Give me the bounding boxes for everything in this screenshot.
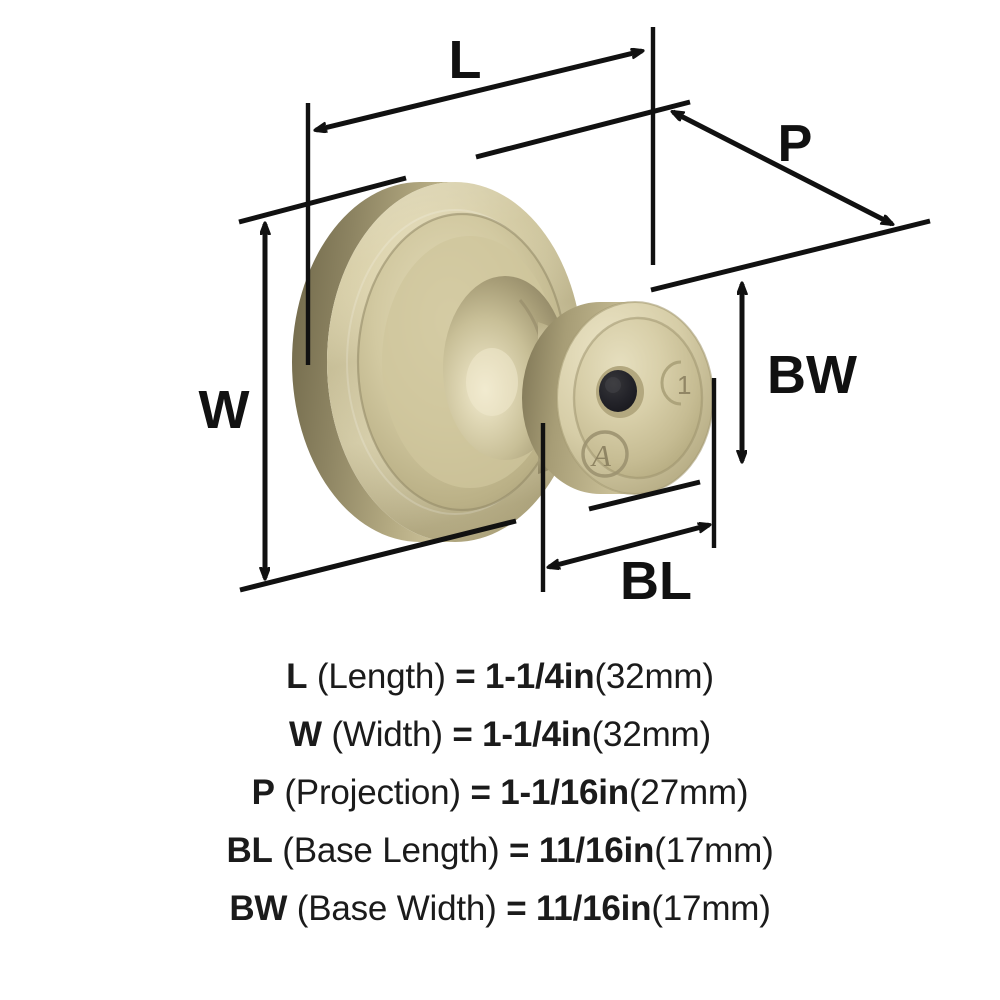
- spec-equals: =: [506, 889, 527, 928]
- dimension-arrow-projection: [673, 109, 892, 227]
- leader-bottom-right: [588, 479, 701, 512]
- spec-metric-value: (27mm): [628, 773, 749, 812]
- spec-imperial-value: 1-1/4in: [484, 657, 595, 696]
- screw-hole: [599, 370, 637, 412]
- base-disc-face-edge: [572, 316, 704, 480]
- spec-abbr: L: [286, 657, 308, 696]
- spec-metric-value: (17mm): [651, 889, 771, 928]
- spec-name: (Width): [331, 715, 443, 754]
- base-disc-side: [522, 302, 635, 494]
- spec-row-length: L (Length) = 1-1/4in(32mm): [0, 648, 1000, 706]
- dimension-label-base-width: BW: [767, 345, 857, 405]
- spec-imperial-value: 1-1/16in: [500, 773, 629, 812]
- dimension-label-projection: P: [778, 115, 813, 173]
- leader-bottom-left: [239, 518, 517, 593]
- spec-equals: =: [509, 831, 530, 870]
- leader-top-left: [238, 175, 407, 225]
- dome-highlight: [466, 348, 518, 416]
- spec-equals: =: [452, 715, 473, 754]
- spec-row-width: W (Width) = 1-1/4in(32mm): [0, 706, 1000, 764]
- logo-stamp-letter: A: [590, 438, 612, 473]
- spec-abbr: P: [251, 773, 275, 812]
- spec-equals: =: [470, 773, 491, 812]
- spec-name: (Base Length): [282, 831, 500, 870]
- number-stamp-ring: [660, 360, 682, 406]
- dimension-arrow-length: [316, 51, 642, 130]
- spec-name: (Length): [316, 657, 446, 696]
- dimension-label-length: L: [449, 30, 482, 90]
- spec-row-base-width: BW (Base Width) = 11/16in(17mm): [0, 880, 1000, 938]
- spec-imperial-value: 11/16in: [535, 889, 652, 928]
- spec-metric-value: (32mm): [594, 657, 714, 696]
- spec-abbr: BW: [229, 889, 288, 928]
- specification-list: L (Length) = 1-1/4in(32mm) W (Width) = 1…: [0, 648, 1000, 938]
- spec-metric-value: (32mm): [591, 715, 712, 754]
- spec-metric-value: (17mm): [654, 831, 774, 870]
- spec-row-projection: P (Projection) = 1-1/16in(27mm): [0, 764, 1000, 822]
- spec-abbr: BL: [226, 831, 273, 870]
- product-dimension-illustration: 1 A: [199, 27, 931, 611]
- dimension-arrow-base-length: [549, 525, 709, 567]
- knob-render: 1 A: [292, 182, 714, 542]
- spec-name: (Projection): [284, 773, 461, 812]
- dimension-label-base-length: BL: [620, 551, 692, 611]
- dimension-lines: [238, 27, 931, 593]
- dimension-label-width: W: [199, 380, 250, 440]
- spec-imperial-value: 11/16in: [538, 831, 655, 870]
- spec-name: (Base Width): [296, 889, 497, 928]
- leader-top-right: [475, 99, 691, 160]
- spec-row-base-length: BL (Base Length) = 11/16in(17mm): [0, 822, 1000, 880]
- spec-equals: =: [455, 657, 476, 696]
- base-disc-markings: 1 A: [581, 360, 691, 478]
- number-stamp-text: 1: [677, 370, 691, 400]
- leader-projection-lower: [650, 218, 931, 293]
- logo-stamp-ring: [581, 430, 629, 478]
- screw-hole-sheen: [605, 377, 621, 393]
- spec-abbr: W: [289, 715, 322, 754]
- flange-outer-edge: [292, 182, 455, 542]
- spec-imperial-value: 1-1/4in: [482, 715, 592, 754]
